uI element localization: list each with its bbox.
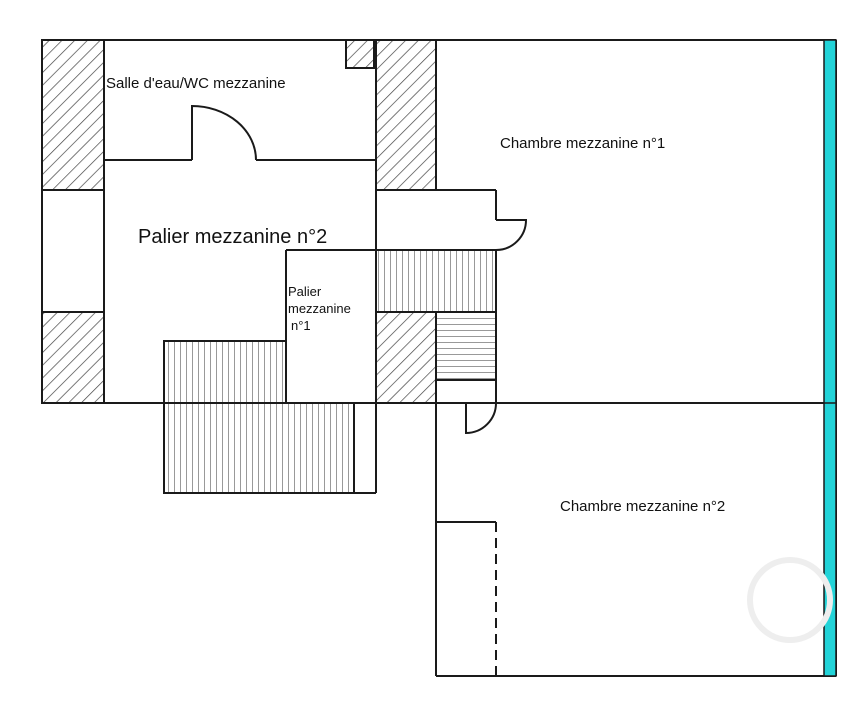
- hatched-pillar-top-left: [41, 39, 105, 191]
- window-strip: [823, 39, 837, 677]
- label-palier-1-line1: Palier: [288, 284, 322, 299]
- stairs-upper-left: [163, 340, 287, 404]
- label-chambre-2: Chambre mezzanine n°2: [560, 498, 725, 515]
- door-bathroom-icon: [191, 104, 257, 161]
- label-chambre-1: Chambre mezzanine n°1: [500, 135, 665, 152]
- door-room2-icon: [465, 402, 497, 435]
- label-palier-1-line3: n°1: [291, 318, 311, 333]
- hatched-duct: [345, 39, 375, 69]
- label-palier-1-line2: mezzanine: [288, 301, 351, 316]
- stairs-descending: [435, 311, 497, 381]
- hatched-pillar-bottom-left: [41, 311, 105, 404]
- watermark-logo: [747, 557, 833, 643]
- stairs-lower: [163, 402, 355, 494]
- hatched-pillar-bottom-center: [375, 311, 437, 404]
- stairs-upper-right: [375, 249, 497, 313]
- hatched-pillar-top-center: [375, 39, 437, 191]
- door-room1-icon: [495, 219, 528, 251]
- label-palier-2: Palier mezzanine n°2: [138, 226, 327, 248]
- label-salle-eau: Salle d'eau/WC mezzanine: [106, 75, 286, 92]
